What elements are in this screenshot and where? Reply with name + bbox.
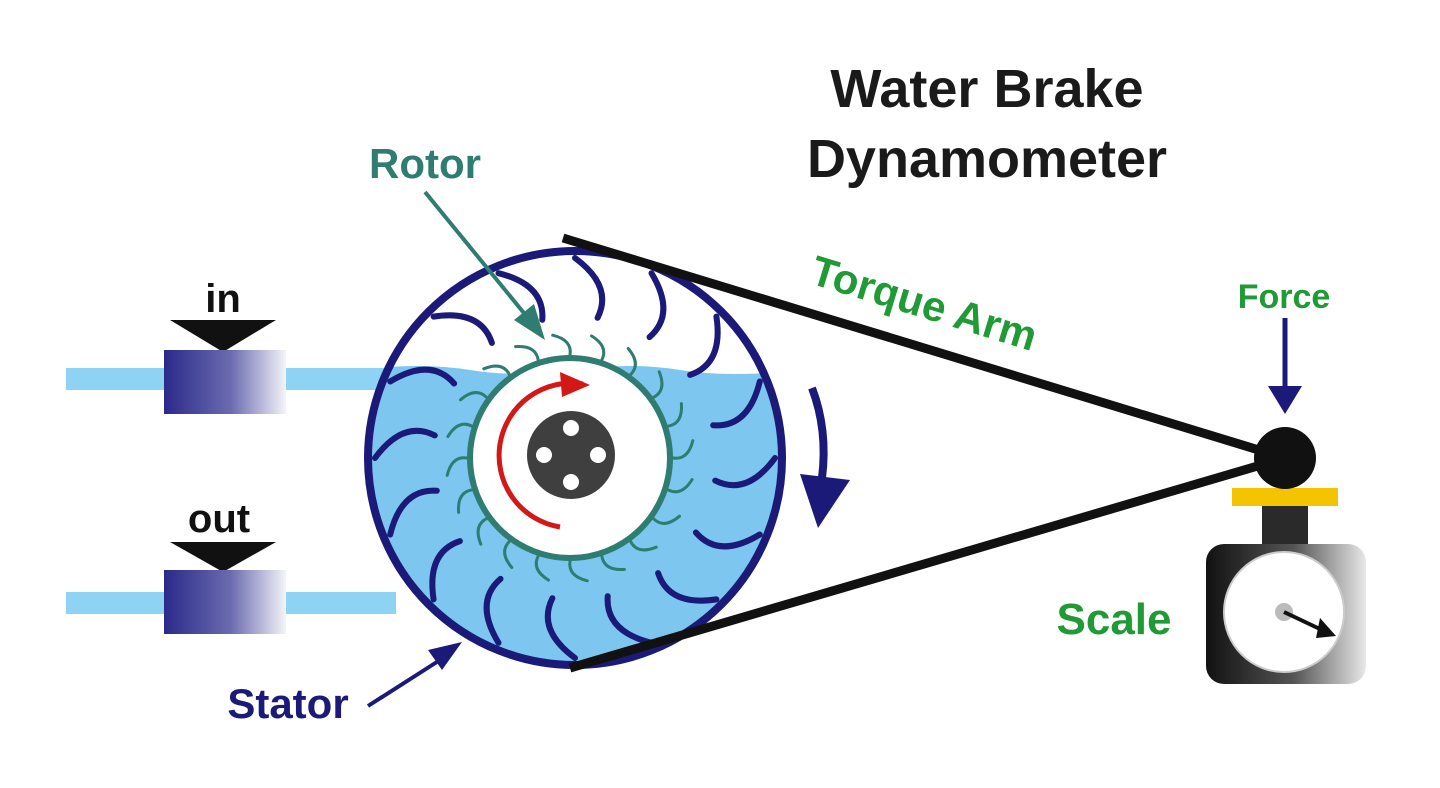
pivot-ball (1254, 427, 1316, 489)
scale-label: Scale (1057, 595, 1172, 644)
rotor-vane (459, 391, 489, 402)
title-line-1: Water Brake (830, 59, 1143, 119)
stator-vane (572, 255, 606, 321)
torque-arm-label: Torque Arm (806, 247, 1043, 360)
rotor-label: Rotor (369, 140, 481, 187)
inlet-label: in (205, 277, 241, 321)
rotor-vane (671, 439, 695, 460)
rotor-vane (551, 333, 572, 357)
rotor-vane (626, 347, 637, 377)
rotor-vane (600, 554, 626, 572)
rotor-vane (590, 334, 606, 362)
title-line-2: Dynamometer (807, 129, 1167, 189)
stator-vanes (372, 255, 778, 661)
stator-vane (604, 593, 655, 646)
stator-vane (387, 366, 458, 387)
force-scale (1206, 488, 1366, 684)
force-label: Force (1238, 278, 1331, 316)
rotor-vane (651, 514, 681, 525)
stator-pointer (366, 642, 462, 708)
rotor-vane (568, 559, 589, 583)
rotor-vane (666, 402, 684, 428)
rotor-vane (456, 488, 474, 514)
stator-vane (710, 378, 763, 429)
force-arrow (1268, 318, 1302, 414)
rotor-vanes (445, 333, 695, 583)
rotation-arrow-head (560, 372, 590, 397)
rotation-arrow (496, 380, 584, 530)
inlet-valve (164, 320, 286, 414)
stator-vane (692, 529, 763, 550)
rotor-vane (476, 517, 489, 546)
stator-vane (655, 570, 720, 604)
rotor-vane (629, 539, 658, 552)
stator-vane (687, 313, 721, 378)
stator-vane (646, 270, 667, 341)
rotor-vane (503, 539, 514, 569)
rotor-pointer (423, 190, 545, 340)
outlet-label: out (188, 497, 250, 541)
rotor-vane (514, 344, 540, 362)
outlet-valve (164, 542, 286, 634)
stator-label: Stator (227, 680, 348, 727)
rotor-vane (482, 364, 511, 377)
scale-needle (1283, 610, 1323, 632)
housing-rotation-arrow (808, 386, 828, 479)
stator-vane (430, 312, 495, 346)
stator-vane (544, 595, 578, 661)
stator-vane (712, 455, 778, 489)
housing-rotation-arrow-head (800, 474, 850, 528)
stator-vane (372, 427, 438, 461)
rotor-vane (445, 456, 469, 477)
torque-arm (561, 233, 1287, 673)
stator-vane (429, 538, 463, 603)
stator-vane (495, 270, 546, 323)
rotor-vane (534, 554, 550, 582)
stator-vane (387, 487, 440, 538)
rotor-vane (666, 478, 694, 494)
stator-vane (483, 575, 504, 646)
rotor-vane (651, 370, 664, 399)
rotor-vane (446, 422, 474, 438)
rotor-hub (527, 411, 615, 499)
